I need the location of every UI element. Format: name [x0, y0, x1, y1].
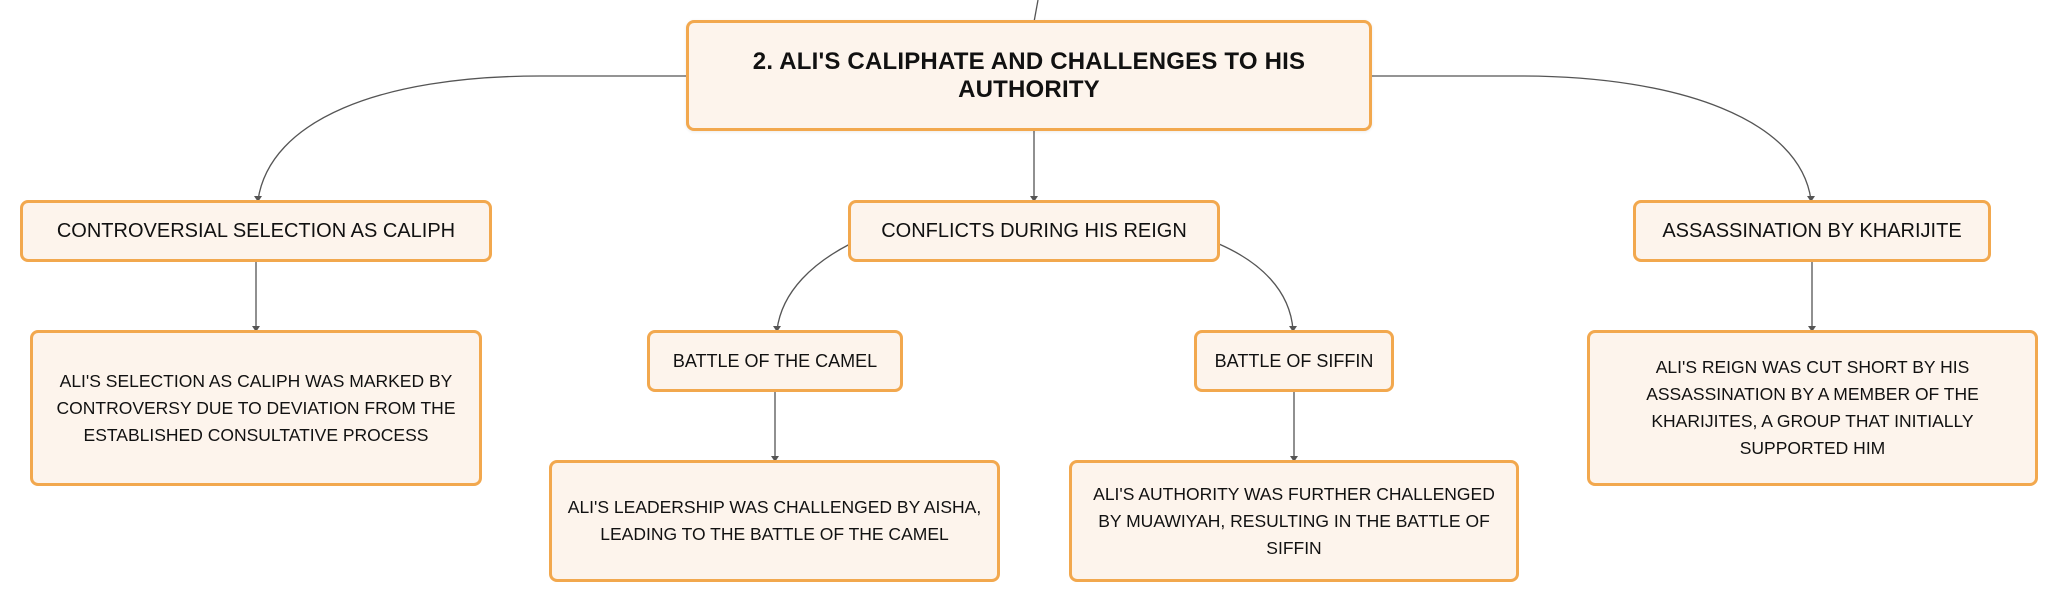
- detail-node-assassination[interactable]: ALI'S REIGN WAS CUT SHORT BY HIS ASSASSI…: [1587, 330, 2038, 486]
- subbranch-node-battle-of-siffin[interactable]: BATTLE OF SIFFIN: [1194, 330, 1394, 392]
- subbranch-node-battle-of-the-camel[interactable]: BATTLE OF THE CAMEL: [647, 330, 903, 392]
- detail-text-assassination: ALI'S REIGN WAS CUT SHORT BY HIS ASSASSI…: [1646, 357, 1979, 458]
- branch-label-controversial-selection: CONTROVERSIAL SELECTION AS CALIPH: [56, 219, 456, 242]
- root-topic-node[interactable]: 2. ALI'S CALIPHATE AND CHALLENGES TO HIS…: [686, 20, 1372, 131]
- branch-label-conflicts: CONFLICTS DURING HIS REIGN: [881, 219, 1187, 242]
- detail-text-controversial-selection: ALI'S SELECTION AS CALIPH WAS MARKED BY …: [56, 370, 456, 445]
- detail-node-battle-of-the-camel[interactable]: ALI'S LEADERSHIP WAS CHALLENGED BY AISHA…: [549, 460, 1000, 582]
- detail-node-battle-of-siffin[interactable]: ALI'S AUTHORITY WAS FURTHER CHALLENGED B…: [1069, 460, 1519, 582]
- detail-node-controversial-selection[interactable]: ALI'S SELECTION AS CALIPH WAS MARKED BY …: [30, 330, 482, 486]
- subbranch-label-battle-of-the-camel: BATTLE OF THE CAMEL: [672, 350, 878, 371]
- branch-label-assassination: ASSASSINATION BY KHARIJITE: [1662, 219, 1962, 242]
- connector-root-to-selection: [257, 75, 686, 201]
- connector-conflicts-to-camel: [776, 243, 851, 331]
- detail-text-battle-of-the-camel: ALI'S LEADERSHIP WAS CHALLENGED BY AISHA…: [567, 497, 982, 544]
- connector-parent-to-root: [1033, 0, 1039, 23]
- detail-text-battle-of-siffin: ALI'S AUTHORITY WAS FURTHER CHALLENGED B…: [1093, 483, 1495, 558]
- connector-root-to-assassination: [1372, 75, 1812, 201]
- branch-node-controversial-selection[interactable]: CONTROVERSIAL SELECTION AS CALIPH: [20, 200, 492, 262]
- branch-node-conflicts[interactable]: CONFLICTS DURING HIS REIGN: [848, 200, 1220, 262]
- root-topic-label: 2. ALI'S CALIPHATE AND CHALLENGES TO HIS…: [752, 47, 1306, 103]
- connector-conflicts-to-siffin: [1218, 243, 1294, 331]
- subbranch-label-battle-of-siffin: BATTLE OF SIFFIN: [1214, 350, 1374, 371]
- branch-node-assassination[interactable]: ASSASSINATION BY KHARIJITE: [1633, 200, 1991, 262]
